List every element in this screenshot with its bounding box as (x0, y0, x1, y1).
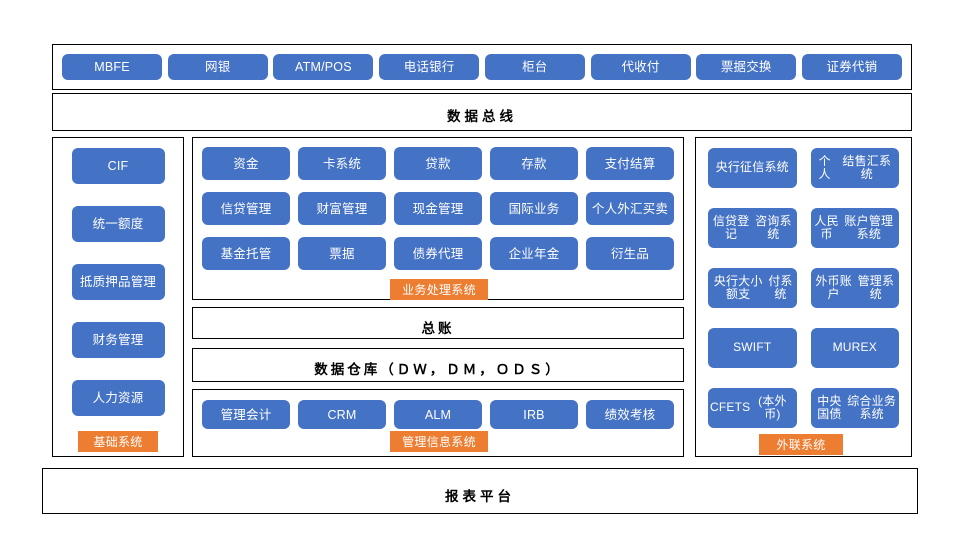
mis-node-3[interactable]: ALM (394, 400, 482, 429)
business-layer-panel: 资金卡系统贷款存款支付结算信贷管理财富管理现金管理国际业务个人外汇买卖基金托管票… (192, 137, 684, 300)
business-node-10-line-1: 个人 (591, 201, 618, 216)
business-node-12[interactable]: 票据 (298, 237, 386, 270)
external-node-9[interactable]: CFETS (本外币) (708, 388, 797, 428)
external-node-1-line-2: 征信系统 (740, 160, 789, 175)
mis-layer-tag: 管理信息系统 (390, 431, 488, 452)
channel-node-5[interactable]: 柜台 (484, 54, 585, 80)
foundation-node-3[interactable]: 抵质押品管理 (71, 264, 165, 300)
external-node-4-line-2: 账户管理系统 (844, 213, 894, 241)
business-node-10-line-2: 外汇买卖 (617, 201, 669, 216)
mis-node-4[interactable]: IRB (490, 400, 578, 429)
channel-node-8[interactable]: 证券代销 (801, 54, 902, 80)
channel-node-3[interactable]: ATM/POS (273, 54, 374, 80)
mis-layer-panel: 管理会计 CRM ALM IRB 绩效考核 (192, 389, 684, 457)
foundation-layer-tag: 基础系统 (78, 431, 158, 452)
business-node-14[interactable]: 企业年金 (490, 237, 578, 270)
channel-node-1[interactable]: MBFE (62, 54, 162, 80)
external-node-grid: 央行征信系统个人结售汇系统信贷登记咨询系统人民币账户管理系统央行大小额支付系统外… (708, 148, 899, 428)
external-layer-panel: 央行征信系统个人结售汇系统信贷登记咨询系统人民币账户管理系统央行大小额支付系统外… (695, 137, 912, 457)
channel-node-7[interactable]: 票据交换 (696, 54, 797, 80)
external-node-8[interactable]: MUREX (810, 328, 899, 368)
foundation-node-4[interactable]: 财务管理 (71, 322, 165, 358)
warehouse-layer-title: 数据仓库（ＤＷ，ＤＭ，ＯＤＳ） (314, 362, 562, 377)
business-node-7[interactable]: 财富管理 (298, 192, 386, 225)
external-node-2-line-2: 结售汇系统 (842, 153, 892, 181)
external-node-5-line-2: 付系统 (768, 273, 793, 301)
external-node-7[interactable]: SWIFT (708, 328, 797, 368)
foundation-node-5[interactable]: 人力资源 (71, 380, 165, 416)
external-node-9-line-1: CFETS (710, 400, 751, 415)
business-node-10[interactable]: 个人外汇买卖 (586, 192, 674, 225)
external-node-6-line-2: 管理系统 (857, 273, 895, 301)
foundation-node-1[interactable]: CIF (71, 148, 165, 184)
external-node-4[interactable]: 人民币账户管理系统 (810, 208, 899, 248)
business-node-grid: 资金卡系统贷款存款支付结算信贷管理财富管理现金管理国际业务个人外汇买卖基金托管票… (202, 147, 674, 270)
business-layer-tag: 业务处理系统 (390, 279, 488, 300)
mis-node-2[interactable]: CRM (298, 400, 386, 429)
external-node-1-line-1: 央行 (715, 160, 741, 175)
business-node-6[interactable]: 信贷管理 (202, 192, 290, 225)
external-node-5[interactable]: 央行大小额支付系统 (708, 268, 797, 308)
business-node-4[interactable]: 存款 (490, 147, 578, 180)
channel-node-4[interactable]: 电话银行 (379, 54, 480, 80)
external-node-6[interactable]: 外币账户管理系统 (810, 268, 899, 308)
mis-node-1[interactable]: 管理会计 (202, 400, 290, 429)
external-node-10[interactable]: 中央国债综合业务系统 (810, 388, 899, 428)
business-node-2[interactable]: 卡系统 (298, 147, 386, 180)
ledger-layer-title: 总账 (421, 321, 455, 336)
foundation-node-3-line-1: 抵质押品管 (79, 275, 144, 289)
foundation-node-2[interactable]: 统一额度 (71, 206, 165, 242)
channel-node-6[interactable]: 代收付 (590, 54, 691, 80)
external-node-9-line-2: (本外币) (758, 393, 787, 421)
business-node-13[interactable]: 债券代理 (394, 237, 482, 270)
ledger-layer-panel: 总账 (192, 307, 684, 339)
external-node-10-line-2: 综合业务系统 (847, 393, 897, 421)
business-node-3[interactable]: 贷款 (394, 147, 482, 180)
business-node-5[interactable]: 支付结算 (586, 147, 674, 180)
business-node-1[interactable]: 资金 (202, 147, 290, 180)
external-node-4-line-1: 人民币 (814, 213, 839, 241)
data-bus-title: 数据总线 (447, 109, 517, 124)
external-node-5-line-1: 央行大小额支 (713, 273, 763, 301)
external-node-10-line-1: 中央国债 (817, 393, 842, 421)
business-node-8[interactable]: 现金管理 (394, 192, 482, 225)
foundation-node-3-line-2: 理 (143, 275, 157, 289)
external-node-6-line-1: 外币账户 (815, 273, 852, 301)
external-node-1[interactable]: 央行征信系统 (708, 148, 797, 188)
data-bus-panel: 数据总线 (52, 93, 912, 131)
channel-node-2[interactable]: 网银 (167, 54, 268, 80)
warehouse-layer-panel: 数据仓库（ＤＷ，ＤＭ，ＯＤＳ） (192, 348, 684, 382)
mis-node-5[interactable]: 绩效考核 (586, 400, 674, 429)
business-node-11[interactable]: 基金托管 (202, 237, 290, 270)
mis-node-row: 管理会计 CRM ALM IRB 绩效考核 (202, 400, 674, 429)
business-node-9[interactable]: 国际业务 (490, 192, 578, 225)
external-node-3-line-2: 咨询系统 (755, 213, 792, 241)
external-node-2-line-1: 个人 (818, 153, 831, 181)
report-layer-panel: 报表平台 (42, 468, 918, 514)
business-node-15[interactable]: 衍生品 (586, 237, 674, 270)
external-node-3-line-1: 信贷登记 (712, 213, 750, 241)
external-node-2[interactable]: 个人结售汇系统 (810, 148, 899, 188)
external-node-3[interactable]: 信贷登记咨询系统 (708, 208, 797, 248)
report-layer-title: 报表平台 (445, 489, 515, 504)
external-layer-tag: 外联系统 (759, 434, 843, 455)
